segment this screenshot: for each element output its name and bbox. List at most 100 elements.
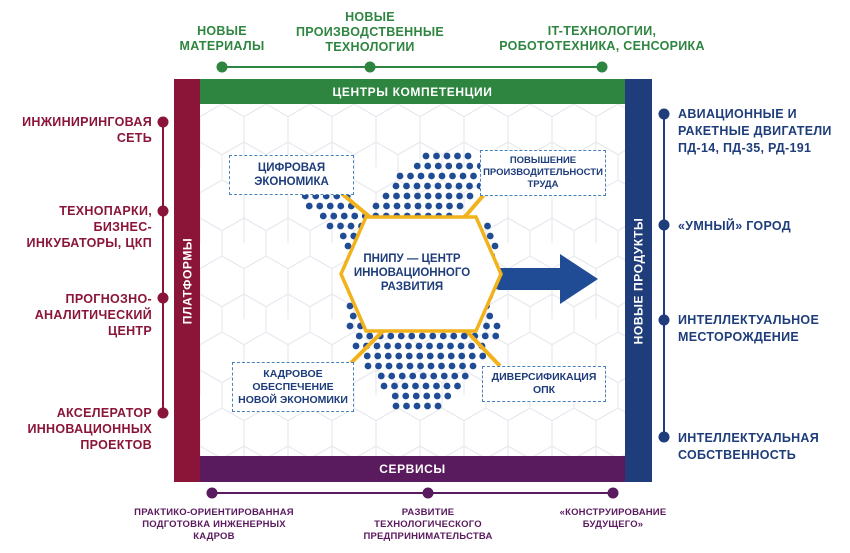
map-dot: [405, 342, 412, 350]
map-dot: [450, 332, 458, 340]
map-dot: [387, 332, 395, 340]
map-dot: [470, 172, 477, 180]
map-dot: [466, 162, 474, 170]
left-item-engineering-network: ИНЖИНИРИНГОВАЯ СЕТЬ: [22, 115, 152, 145]
map-dot: [396, 362, 403, 370]
map-dot: [440, 372, 448, 380]
map-dot: [434, 162, 442, 170]
map-dot: [366, 332, 374, 340]
map-dot: [456, 202, 464, 210]
map-dot: [456, 192, 463, 200]
map-dot: [337, 202, 345, 210]
map-dot: [454, 382, 461, 390]
map-dot: [403, 182, 410, 190]
map-dot: [413, 162, 421, 170]
map-dot: [403, 192, 411, 200]
box-labor-productivity: ПОВЫШЕНИЕ ПРОИЗВОДИТЕЛЬНОСТИ ТРУДА: [480, 150, 606, 196]
map-dot: [349, 312, 357, 320]
map-dot: [384, 342, 391, 350]
map-dot: [492, 332, 500, 340]
map-dot: [443, 152, 451, 160]
map-dot: [417, 362, 424, 370]
map-dot: [445, 192, 453, 200]
top-item-it-technologies: IT-ТЕХНОЛОГИИ, РОБОТОТЕХНИКА, СЕНСОРИКА: [499, 24, 705, 53]
top-item-new-materials: НОВЫЕ МАТЕРИАЛЫ: [179, 24, 265, 53]
map-dot: [451, 372, 459, 380]
map-dot: [412, 382, 419, 390]
map-dot: [394, 342, 402, 350]
map-dot: [436, 342, 444, 350]
map-dot: [466, 192, 474, 200]
map-dot: [416, 352, 424, 360]
map-dot: [424, 162, 432, 170]
competence-centers-bar: ЦЕНТРЫ КОМПЕТЕНЦИИ: [200, 79, 625, 104]
map-dot: [444, 392, 452, 400]
map-dot: [373, 342, 381, 350]
map-dot: [435, 192, 442, 200]
map-dot: [429, 332, 437, 340]
map-dot: [347, 222, 355, 230]
map-dot: [433, 152, 440, 160]
bottom-item-designing-future: «КОНСТРУИРОВАНИЕ БУДУЩЕГО»: [559, 507, 667, 530]
map-dot: [382, 192, 390, 200]
map-dot: [445, 162, 453, 170]
map-dot: [459, 362, 466, 370]
map-dot: [447, 342, 454, 350]
map-dot: [414, 192, 421, 200]
map-dot: [458, 352, 466, 360]
map-dot: [461, 372, 469, 380]
map-dot: [439, 332, 447, 340]
map-dot: [413, 402, 421, 410]
map-dot: [418, 332, 426, 340]
map-dot: [430, 372, 438, 380]
services-label: СЕРВИСЫ: [379, 462, 446, 476]
map-dot: [466, 182, 473, 190]
map-dot: [435, 202, 443, 210]
box-digital-economy-label: ЦИФРОВАЯ ЭКОНОМИКА: [254, 162, 329, 188]
map-dot: [305, 202, 313, 210]
map-dot: [460, 332, 468, 340]
map-dot: [355, 332, 363, 340]
box-diversification: ДИВЕРСИФИКАЦИЯ ОПК: [482, 366, 606, 402]
map-dot: [437, 352, 445, 360]
map-dot: [383, 202, 390, 210]
map-dot: [422, 382, 430, 390]
map-dot: [427, 362, 435, 370]
map-dot: [486, 232, 494, 240]
map-dot: [391, 382, 398, 390]
map-dot: [395, 352, 403, 360]
map-dot: [457, 342, 465, 350]
map-dot: [346, 322, 354, 330]
map-dot: [449, 172, 456, 180]
map-dot: [374, 352, 382, 360]
map-dot: [392, 182, 400, 190]
hub-hexagon: [339, 215, 503, 333]
right-item-smart-field: ИНТЕЛЛЕКТУАЛЬНОЕ МЕСТОРОЖДЕНИЕ: [678, 313, 820, 344]
right-item-smart-city: «УМНЫЙ» ГОРОД: [678, 219, 791, 233]
map-dot: [344, 242, 352, 250]
map-dot: [454, 152, 461, 160]
map-dot: [326, 222, 334, 230]
map-dot: [375, 362, 382, 370]
direction-arrow: [498, 254, 598, 304]
new-products-label: НОВЫЕ ПРОДУКТЫ: [631, 217, 646, 344]
top-item-new-production-tech: НОВЫЕ ПРОИЗВОДСТВЕННЫЕ ТЕХНОЛОГИИ: [295, 10, 445, 54]
map-dot: [445, 182, 452, 190]
map-dot: [446, 202, 453, 210]
hub-label: ПНИПУ — ЦЕНТР ИННОВАЦИОННОГО РАЗВИТИЯ: [353, 253, 471, 293]
map-dot: [491, 242, 499, 250]
map-dot: [403, 402, 410, 410]
map-dot: [433, 382, 440, 390]
box-diversification-label: ДИВЕРСИФИКАЦИЯ ОПК: [491, 371, 597, 396]
map-dot: [352, 342, 360, 350]
map-dot: [391, 392, 399, 400]
map-dot: [326, 202, 334, 210]
map-dot: [428, 172, 435, 180]
map-dot: [384, 352, 392, 360]
box-staffing: КАДРОВОЕ ОБЕСПЕЧЕНИЕ НОВОЙ ЭКОНОМИКИ: [232, 362, 354, 412]
platforms-label: ПЛАТФОРМЫ: [180, 237, 194, 324]
map-dot: [434, 402, 442, 410]
map-dot: [468, 342, 475, 350]
map-dot: [351, 212, 359, 220]
